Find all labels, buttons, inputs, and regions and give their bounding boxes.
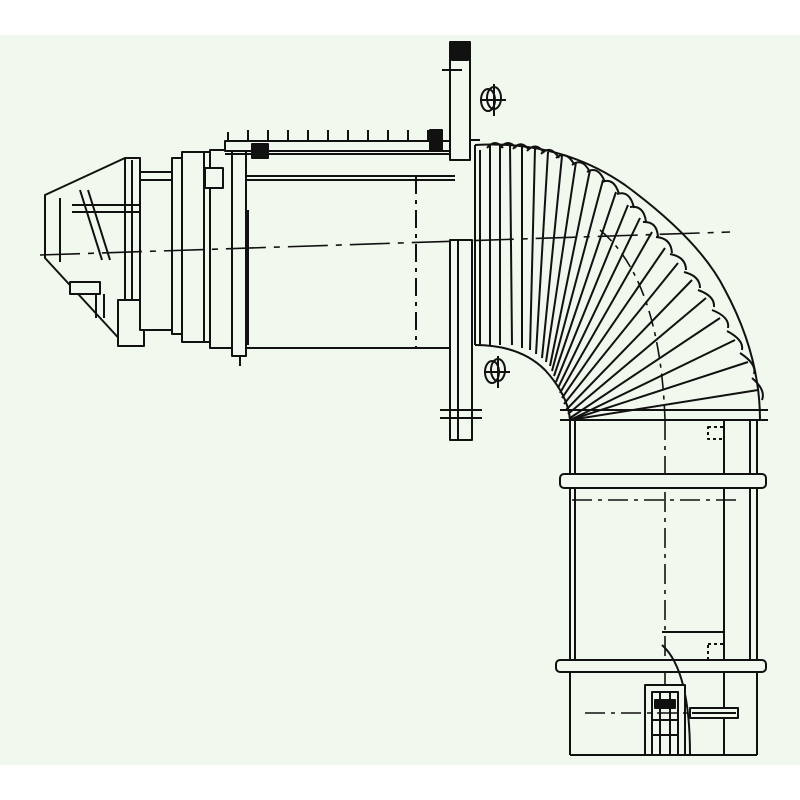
technical-drawing — [0, 35, 800, 765]
vertical-pipe-icon — [555, 420, 767, 756]
wall-plate-icon — [440, 41, 482, 441]
terminal-cap-icon — [44, 157, 175, 347]
wall-sleeve-icon — [139, 145, 247, 366]
wing-nut-icon — [480, 84, 506, 116]
corrugated-bellows-icon — [474, 142, 768, 421]
horizontal-pipe-icon — [39, 129, 731, 349]
connector-icon — [585, 644, 739, 756]
drawing-panel — [0, 35, 800, 765]
wing-nut-icon — [484, 356, 510, 388]
panel-background — [0, 35, 800, 765]
